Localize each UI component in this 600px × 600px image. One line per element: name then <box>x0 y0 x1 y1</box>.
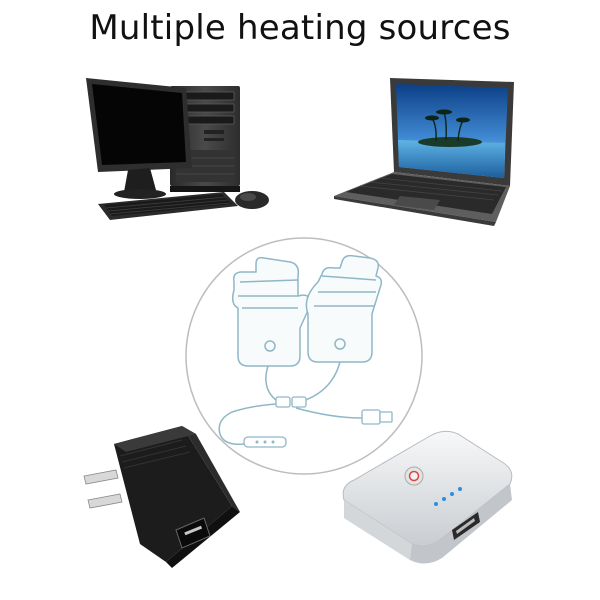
desktop-computer-icon <box>86 78 269 220</box>
power-bank-icon <box>342 430 513 564</box>
page-title: Multiple heating sources <box>89 8 511 48</box>
laptop-icon <box>334 78 514 226</box>
usb-wall-adapter-icon <box>83 426 240 568</box>
gloves-icon <box>185 237 423 475</box>
